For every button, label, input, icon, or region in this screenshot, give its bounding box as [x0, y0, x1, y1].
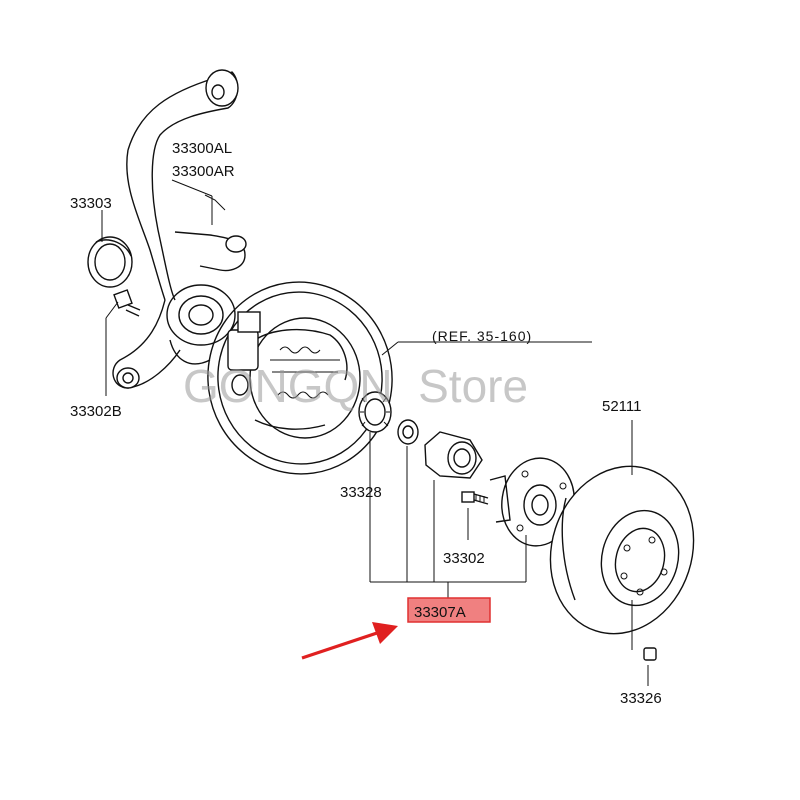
label-33326: 33326 — [620, 690, 662, 707]
reference-label: (REF. 35-160) — [432, 328, 532, 344]
hub-flange-drawing — [489, 457, 575, 547]
leader-lines — [101, 179, 649, 686]
dust-cover-drawing — [87, 236, 133, 288]
store-watermark: GONGQN Store — [183, 360, 528, 412]
label-33300ar: 33300AR — [172, 163, 235, 180]
label-33303: 33303 — [70, 195, 112, 212]
label-33302b: 33302B — [70, 403, 122, 420]
bolt-33302b-drawing — [113, 289, 141, 317]
bearing-ring-33328-drawing — [358, 391, 392, 433]
brake-disc-52111-drawing — [549, 465, 695, 635]
bearing-housing-drawing — [424, 431, 483, 479]
label-33302: 33302 — [443, 550, 485, 567]
knuckle-drawing — [112, 69, 247, 389]
hub-bolt-33302-drawing — [461, 491, 489, 505]
red-arrow — [301, 622, 398, 660]
seal-drawing — [397, 419, 419, 445]
label-33307a: 33307A — [414, 604, 466, 621]
screw-33326-drawing — [643, 647, 657, 661]
highlight-box — [407, 597, 491, 623]
brake-backing-plate-drawing — [207, 281, 393, 475]
label-33328: 33328 — [340, 484, 382, 501]
label-52111: 52111 — [602, 398, 642, 415]
label-33300al: 33300AL — [172, 140, 232, 157]
